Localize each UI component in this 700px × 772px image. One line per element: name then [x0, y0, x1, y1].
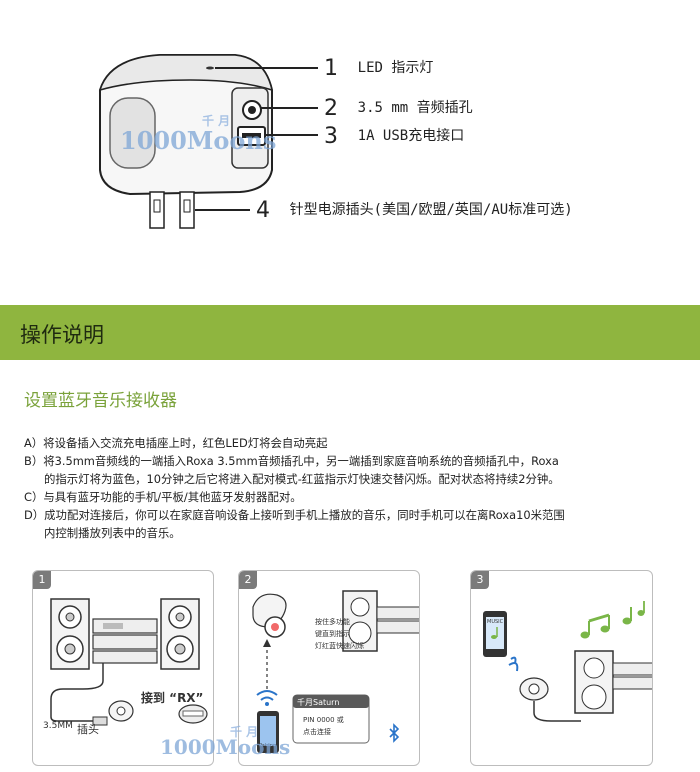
instruction-panel-3: 3 MUSIC: [470, 570, 653, 766]
step-b-continued: 的指示灯将为蓝色，10分钟之后它将进入配对模式-红蓝指示灯快速交替闪烁。配对状态…: [44, 472, 560, 486]
instruction-panel-1: 1 3.5MM 插头 接到 “RX”: [32, 570, 214, 766]
cable-size-label: 3.5MM: [43, 721, 73, 731]
step-d-continued: 内控制播放列表中的音乐。: [44, 526, 181, 540]
stereo-connection-illustration: [50, 598, 208, 726]
callout-usb-port: 3 1A USB充电接口: [324, 124, 465, 149]
instruction-panel-2: 2 按住多功能 键直到指示 灯红蓝快速闪烁 Pairing 千月Saturn P…: [238, 570, 420, 766]
step-a: A）将设备插入交流充电插座上时，红色LED灯将会自动亮起: [24, 436, 328, 450]
hint-line-2: 键直到指示: [315, 630, 350, 638]
device-illustration: [98, 54, 318, 229]
pairing-label: Pairing: [259, 743, 277, 749]
music-playback-illustration: [483, 601, 652, 722]
callout-plug: 4 针型电源插头(美国/欧盟/英国/AU标准可选): [256, 198, 573, 223]
pairing-illustration: [252, 590, 419, 753]
hint-line-3: 灯红蓝快速闪烁: [315, 642, 364, 650]
panel-number: 3: [471, 571, 489, 589]
step-c: C）与具有蓝牙功能的手机/平板/其他蓝牙发射器配对。: [24, 490, 302, 504]
instruction-list: A）将设备插入交流充电插座上时，红色LED灯将会自动亮起 B）将3.5mm音频线…: [24, 434, 694, 542]
callout-led: 1 LED 指示灯: [324, 56, 434, 81]
subheading: 设置蓝牙音乐接收器: [24, 391, 177, 411]
watermark-logo: 千 月 1000Moons: [120, 114, 277, 155]
pin-line-1: PIN 0000 或: [303, 716, 344, 724]
section-header-band: 操作说明: [0, 305, 700, 360]
pin-line-2: 点击连接: [303, 728, 331, 736]
section-title: 操作说明: [20, 323, 104, 347]
phone-label: MUSIC: [487, 619, 504, 625]
device-name: 千月Saturn: [297, 698, 340, 707]
step-b: B）将3.5mm音频线的一端插入Roxa 3.5mm音频插孔中，另一端插到家庭音…: [24, 454, 559, 468]
device-diagram: 1 LED 指示灯 2 3.5 mm 音频插孔 3 1A USB充电接口 4 针…: [0, 0, 700, 290]
plug-label: 插头: [77, 723, 99, 736]
hint-line-1: 按住多功能: [315, 618, 350, 626]
panel-number: 1: [33, 571, 51, 589]
connect-rx-label: 接到 “RX”: [141, 691, 204, 705]
panel-number: 2: [239, 571, 257, 589]
watermark-logo-bottom: 千 月 1000Moons: [160, 725, 291, 759]
callout-audio-jack: 2 3.5 mm 音频插孔: [324, 96, 473, 121]
step-d: D）成功配对连接后，你可以在家庭音响设备上接听到手机上播放的音乐，同时手机可以在…: [24, 508, 565, 522]
